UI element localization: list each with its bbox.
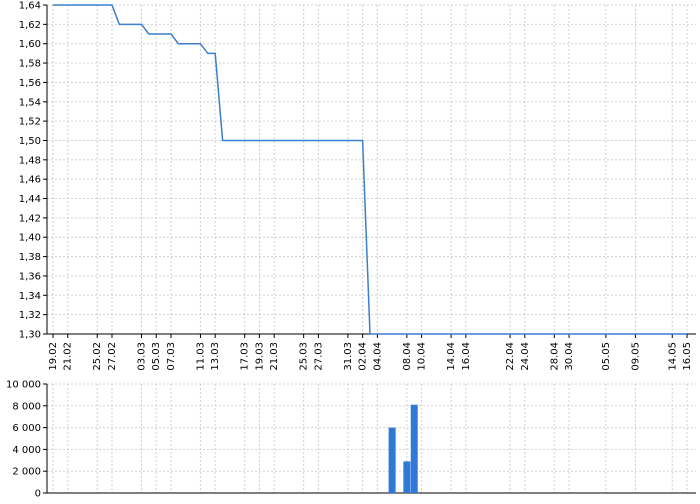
y-tick-label: 1,56 (19, 78, 41, 89)
y-tick-label: 1,42 (19, 213, 41, 224)
bar-y-tick-label: 8 000 (12, 401, 41, 412)
x-tick-label: 13.03 (210, 342, 221, 371)
x-tick-label: 19.02 (48, 342, 59, 371)
x-tick-label: 11.03 (195, 342, 206, 371)
x-tick-label: 19.03 (254, 342, 265, 371)
y-tick-label: 1,60 (19, 39, 41, 50)
y-tick-label: 1,30 (19, 330, 41, 341)
bar-y-tick-label: 2 000 (12, 467, 41, 478)
x-tick-label: 03.03 (136, 342, 147, 371)
x-tick-label: 22.04 (505, 342, 516, 371)
x-tick-label: 04.04 (372, 342, 383, 371)
x-tick-label: 24.04 (520, 342, 531, 371)
y-tick-label: 1,32 (19, 310, 41, 321)
y-tick-label: 1,62 (19, 20, 41, 31)
bar-y-tick-label: 10 000 (6, 380, 41, 391)
x-tick-label: 05.05 (601, 342, 612, 371)
x-tick-label: 17.03 (240, 342, 251, 371)
x-tick-label: 14.04 (446, 342, 457, 371)
x-tick-label: 25.02 (92, 342, 103, 371)
x-tick-label: 27.03 (313, 342, 324, 371)
y-tick-label: 1,40 (19, 233, 41, 244)
y-tick-label: 1,54 (19, 97, 41, 108)
x-tick-label: 25.03 (299, 342, 310, 371)
y-tick-label: 1,64 (19, 1, 41, 12)
volume-bar (388, 427, 396, 493)
x-tick-label: 27.02 (107, 342, 118, 371)
x-tick-label: 10.04 (417, 342, 428, 371)
y-tick-label: 1,48 (19, 155, 41, 166)
x-tick-label: 02.04 (358, 342, 369, 371)
bar-y-tick-label: 4 000 (12, 445, 41, 456)
volume-bar (403, 461, 411, 493)
y-tick-label: 1,50 (19, 136, 41, 147)
x-tick-label: 31.03 (343, 342, 354, 371)
x-tick-label: 21.02 (63, 342, 74, 371)
x-tick-label: 30.04 (564, 342, 575, 371)
x-tick-label: 28.04 (549, 342, 560, 371)
x-tick-label: 07.03 (166, 342, 177, 371)
price-line (53, 4, 687, 335)
volume-bar (410, 404, 418, 493)
y-tick-label: 1,34 (19, 291, 41, 302)
y-tick-label: 1,46 (19, 175, 41, 186)
bar-y-tick-label: 0 (35, 489, 41, 500)
x-tick-label: 05.03 (151, 342, 162, 371)
x-tick-label: 16.05 (682, 342, 693, 371)
x-tick-label: 08.04 (402, 342, 413, 371)
x-tick-label: 14.05 (667, 342, 678, 371)
y-tick-label: 1,44 (19, 194, 41, 205)
y-tick-label: 1,36 (19, 271, 41, 282)
bar-y-tick-label: 6 000 (12, 423, 41, 434)
y-tick-label: 1,38 (19, 252, 41, 263)
x-tick-label: 16.04 (461, 342, 472, 371)
x-tick-label: 21.03 (269, 342, 280, 371)
y-tick-label: 1,58 (19, 59, 41, 70)
x-tick-label: 09.05 (630, 342, 641, 371)
y-tick-label: 1,52 (19, 117, 41, 128)
